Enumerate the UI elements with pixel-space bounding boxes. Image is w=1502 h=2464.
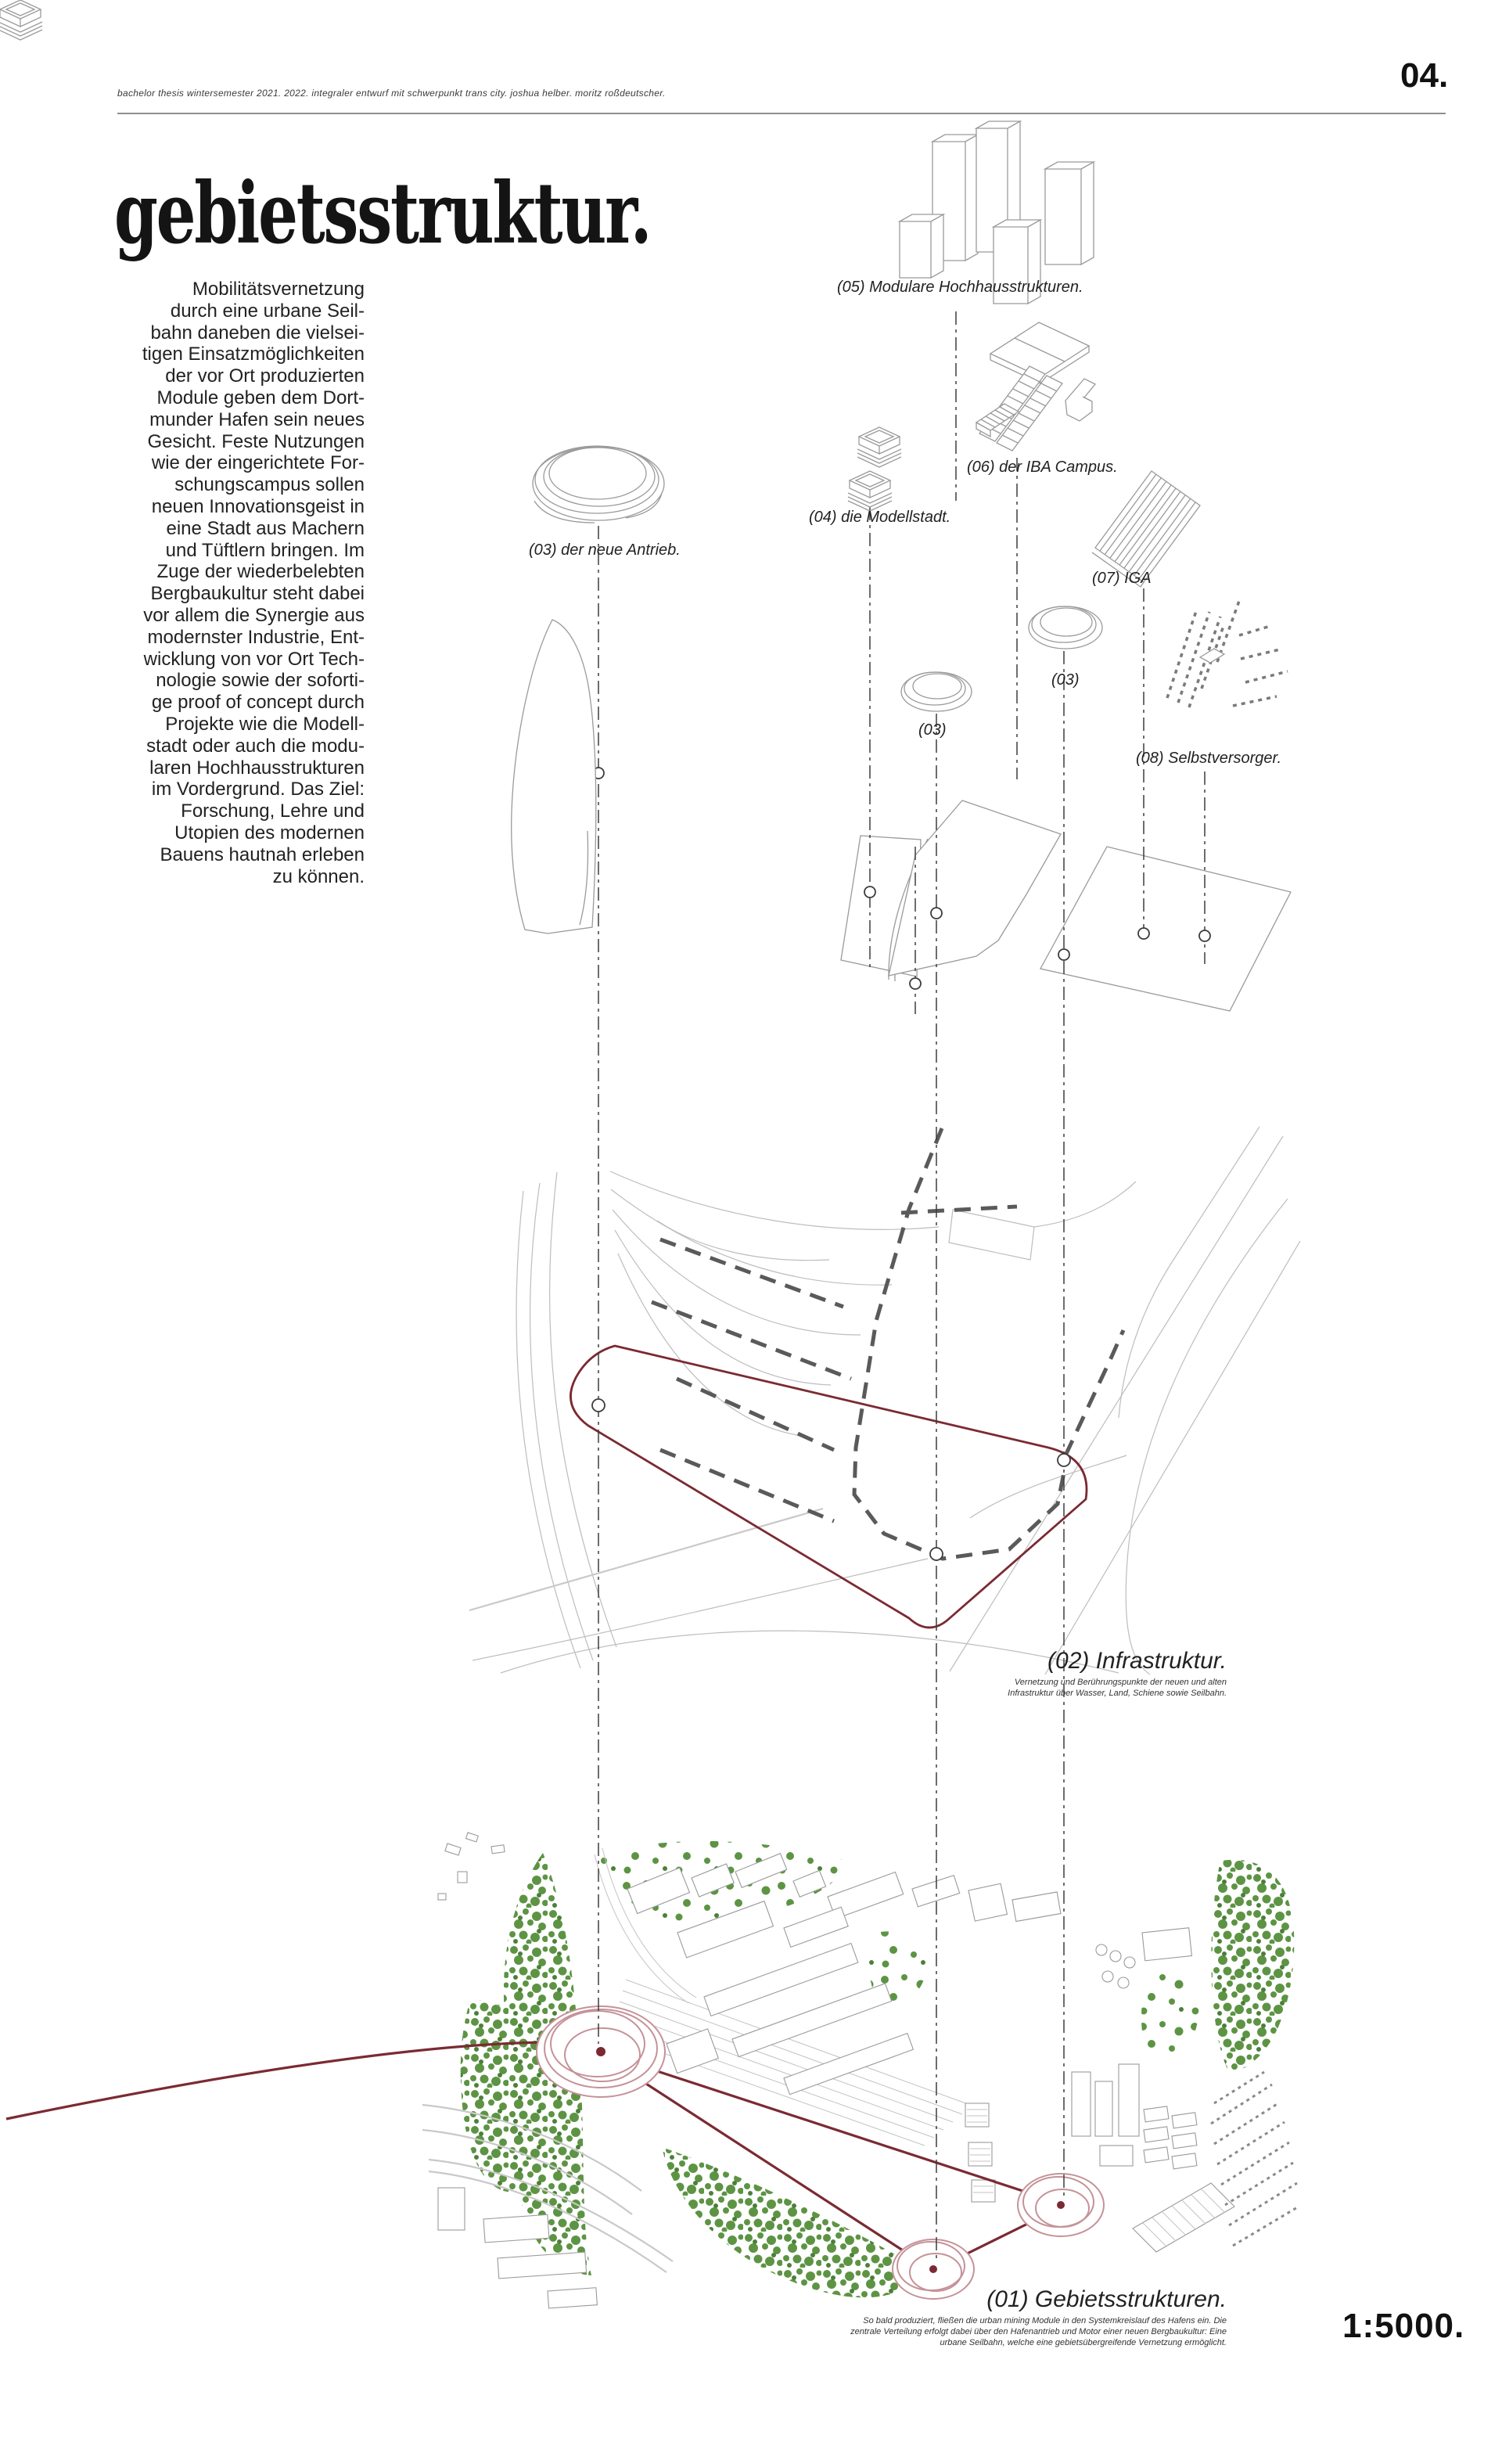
section-01-title: (01) Gebietsstrukturen. xyxy=(986,2286,1227,2312)
site-roads xyxy=(422,2103,674,2273)
module-stacks xyxy=(975,322,1097,451)
label-03-under-ring: (03) xyxy=(918,721,947,739)
iba-campus-slab xyxy=(1091,470,1201,588)
map-wide-road xyxy=(469,1507,824,1612)
poster-title: gebietsstruktur. xyxy=(114,164,652,264)
label-03-under-iga: (03) xyxy=(1051,671,1080,689)
alignment-nodes xyxy=(591,767,1211,2273)
page-number: 04. xyxy=(1400,56,1449,95)
iga-ring xyxy=(1028,606,1103,649)
header-rule xyxy=(117,113,1446,114)
modellstadt-modules xyxy=(0,0,902,512)
infrastructure-map xyxy=(469,1126,1301,1675)
label-05-modulare-hochhausstrukturen: (05) Modulare Hochhausstrukturen. xyxy=(837,279,1083,296)
section-02-infrastruktur: (02) Infrastruktur. Vernetzung und Berüh… xyxy=(1008,1648,1227,1699)
section-02-title: (02) Infrastruktur. xyxy=(1047,1648,1227,1674)
module-tower-hatching xyxy=(967,2109,994,2193)
ring-small xyxy=(900,671,972,712)
scale-indicator: 1:5000. xyxy=(1342,2307,1465,2345)
label-03-der-neue-antrieb: (03) der neue Antrieb. xyxy=(529,541,681,559)
site-plan xyxy=(5,1832,1299,2309)
cable-car-loop xyxy=(570,1344,1088,1629)
label-08-selbstversorger: (08) Selbstversorger. xyxy=(1136,750,1281,767)
map-street-lines xyxy=(472,1126,1301,1675)
label-06-iba-campus: (06) der IBA Campus. xyxy=(967,459,1118,476)
intro-paragraph: Mobilitätsvernetzung durch eine urbane S… xyxy=(142,279,365,887)
site-parcel-plates xyxy=(840,800,1292,1012)
antrieb-ring xyxy=(532,445,665,523)
label-04-modellstadt: (04) die Modellstadt. xyxy=(809,509,951,526)
sail-shape xyxy=(511,619,597,934)
allotment-rows xyxy=(1210,2070,1299,2247)
label-07-iga: (07) IGA xyxy=(1092,570,1152,587)
selbstversorger-blocks xyxy=(1166,600,1288,708)
highrise-towers xyxy=(897,120,1096,305)
campus-striped-building xyxy=(1132,2182,1235,2253)
section-01-subtext: So bald produziert, fließen die urban mi… xyxy=(850,2316,1227,2347)
site-buildings xyxy=(437,1832,1198,2309)
credits-line: bachelor thesis wintersemester 2021. 202… xyxy=(117,88,666,99)
section-02-subtext: Vernetzung und Berührungspunkte der neue… xyxy=(1008,1678,1227,1698)
map-rail-dashed-routes xyxy=(651,1128,1126,1561)
section-01-gebietsstrukturen: (01) Gebietsstrukturen. So bald produzie… xyxy=(850,2286,1227,2348)
